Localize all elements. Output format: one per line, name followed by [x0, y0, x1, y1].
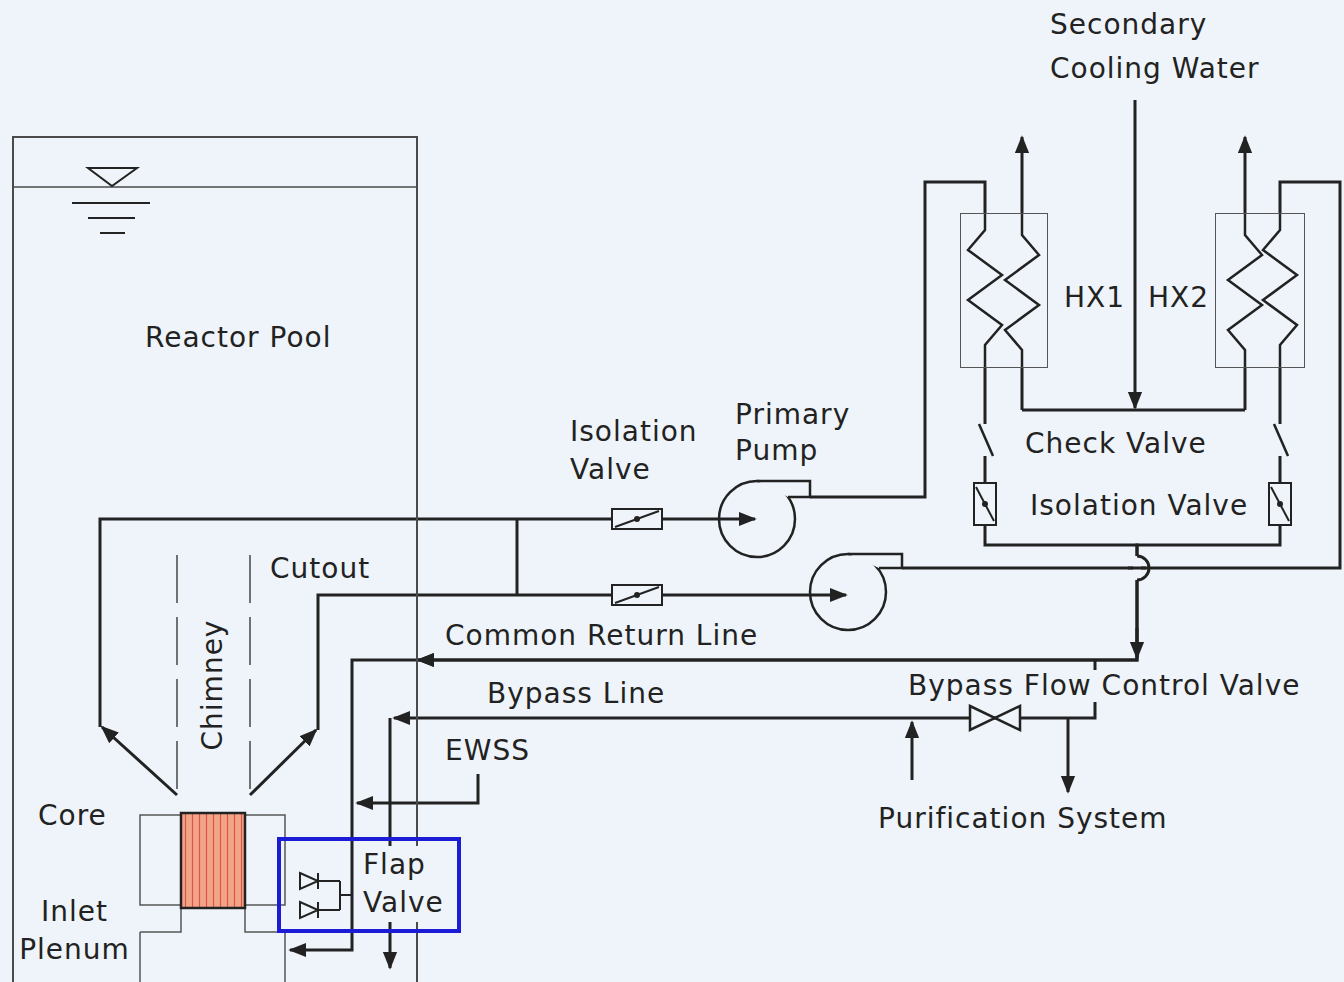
part-label: Chimney	[197, 620, 229, 751]
chimney-wall	[177, 555, 250, 795]
secondary-inlet-arrow	[1134, 100, 1137, 408]
check-valve-symbol	[1274, 424, 1288, 456]
illustration-layer	[12, 100, 1297, 982]
node-label: Reactor Pool	[145, 322, 331, 354]
pipe-segment	[1128, 567, 1146, 570]
line-label: Bypass Line	[487, 678, 665, 710]
pipe-crossing-hop	[1137, 556, 1149, 580]
label-anchor: Bypass Flow Control Valve	[908, 670, 1300, 702]
label-anchor: EWSS	[445, 735, 530, 767]
label-anchor: Inlet Plenum	[12, 893, 137, 969]
pipe-connector	[418, 182, 985, 519]
outlet-arrow	[250, 730, 316, 795]
part-label: Core	[38, 800, 107, 832]
cross-tie-pipe	[516, 519, 519, 595]
secondary-tube-coil	[1228, 213, 1262, 368]
isolation-valve-disc	[615, 587, 659, 603]
isolation-valve-pin	[634, 592, 640, 598]
part-label: Inlet Plenum	[12, 893, 137, 969]
suction-pipe	[100, 519, 418, 727]
isolation-valve-disc	[615, 511, 659, 527]
label-anchor: Check Valve	[1025, 428, 1207, 460]
secondary-outlet-arrow	[1244, 137, 1247, 213]
flow-label: Secondary Cooling Water	[1050, 3, 1300, 91]
outlet-arrow	[102, 727, 177, 795]
label-anchor: Common Return Line	[445, 620, 758, 652]
pump-inlet-arrow	[719, 518, 755, 521]
label-anchor: Cutout	[270, 553, 370, 585]
valve-label: Isolation Valve	[1030, 490, 1248, 522]
purification-return-arrow	[911, 722, 914, 780]
valve-label: Isolation Valve	[570, 413, 740, 489]
purification-arrow	[1067, 718, 1070, 792]
control-valve-symbol	[970, 706, 1020, 730]
pump-inlet-arrow	[810, 594, 846, 597]
isolation-valve-disc	[1271, 487, 1289, 521]
heat-exchanger-box: HX1	[960, 213, 1048, 368]
pipe-connector	[418, 182, 1340, 595]
return-arrow	[1136, 628, 1139, 658]
flap-valve-symbol	[300, 873, 352, 918]
label-anchor: Purification System	[878, 803, 1168, 835]
pump-outlet	[757, 481, 810, 497]
system-label: EWSS	[445, 735, 530, 767]
pump-outlet	[848, 554, 902, 568]
isolation-valve-pin	[634, 516, 640, 522]
heat-exchanger-box: HX2	[1215, 213, 1305, 368]
flap-valve-box: Flap Valve	[277, 837, 461, 933]
label-anchor: Isolation Valve	[570, 413, 740, 489]
secondary-tube-coil	[1005, 213, 1039, 368]
label-anchor: Isolation Valve	[1030, 490, 1248, 522]
node-label: HX2	[1148, 282, 1209, 314]
isolation-valve-pin	[1277, 501, 1283, 507]
primary-tube-coil	[1263, 213, 1297, 368]
node-label: Flap Valve	[363, 846, 451, 922]
pipe-connector	[418, 368, 1280, 660]
isolation-valve-symbol	[612, 509, 662, 529]
primary-tube-coil	[968, 213, 1002, 368]
check-valve-symbol	[979, 424, 993, 456]
part-label: Cutout	[270, 553, 370, 585]
connector-layer	[418, 182, 1340, 660]
secondary-header	[1022, 368, 1245, 410]
isolation-valve-disc	[976, 487, 994, 521]
valve-label: Check Valve	[1025, 428, 1207, 460]
pump-label: Primary Pump	[735, 397, 865, 469]
label-anchor: Secondary Cooling Water	[1050, 3, 1300, 91]
isolation-valve-pin	[982, 501, 988, 507]
water-surface	[12, 186, 418, 188]
secondary-outlet-arrow	[1021, 137, 1024, 213]
label-anchor: Core	[38, 800, 107, 832]
valve-label: Bypass Flow Control Valve	[908, 670, 1300, 702]
reactor-core	[181, 813, 245, 908]
suction-pipe	[318, 595, 418, 730]
node-label: HX1	[1064, 282, 1125, 314]
isolation-valve-symbol	[974, 483, 996, 525]
isolation-valve-symbol	[612, 585, 662, 605]
isolation-valve-symbol	[1269, 483, 1291, 525]
system-label: Purification System	[878, 803, 1168, 835]
pipe-connector	[418, 368, 1137, 660]
line-label: Common Return Line	[445, 620, 758, 652]
label-anchor: Primary Pump	[735, 397, 865, 469]
water-level-lines	[72, 203, 150, 233]
label-anchor: Bypass Line	[487, 678, 665, 710]
water-level-symbol	[88, 168, 137, 186]
